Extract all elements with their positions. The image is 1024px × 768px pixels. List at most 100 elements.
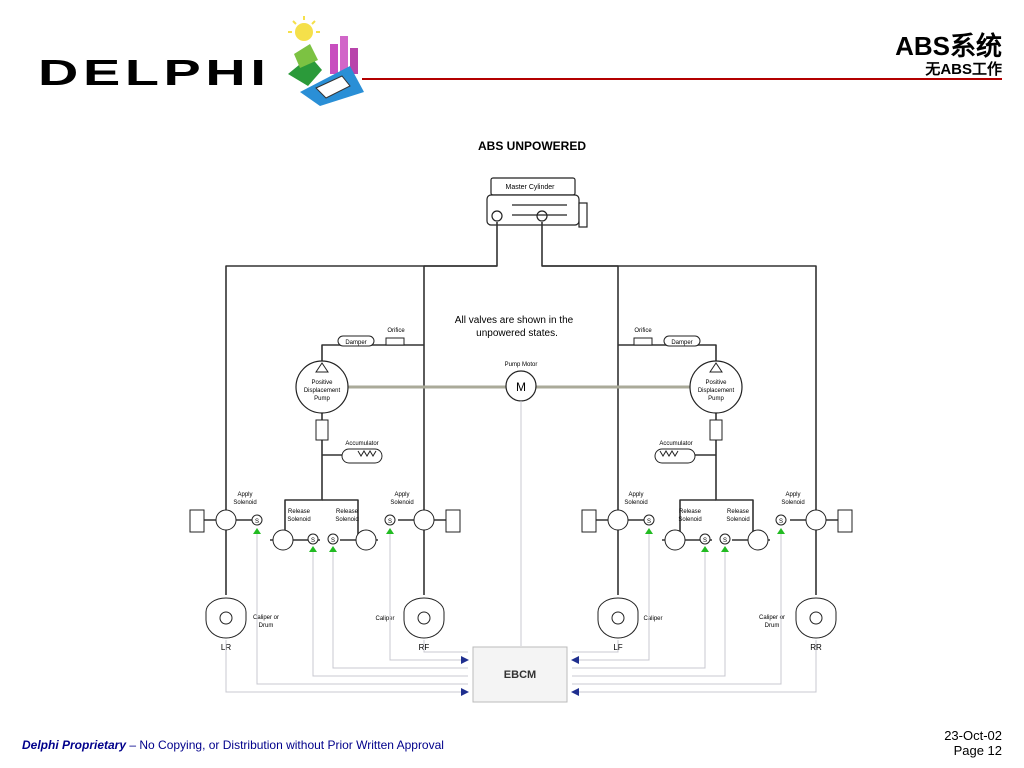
signal-lines (225, 401, 817, 696)
left-apply-a-label-2: Solenoid (233, 500, 256, 506)
left-brake-a-label-1: Caliper or (253, 615, 279, 621)
right-accumulator-label: Accumulator (659, 441, 692, 447)
right-brake-b-label-1: Caliper or (759, 615, 785, 621)
left-release-a-label-1: Release (288, 509, 311, 515)
footer-notice: Delphi Proprietary – No Copying, or Dist… (22, 738, 444, 752)
page-subtitle: 无ABS工作 (925, 61, 1002, 78)
left-release-solenoid-a-icon (307, 533, 319, 545)
left-orifice-icon (385, 337, 405, 346)
left-release-a-label-2: Solenoid (287, 517, 310, 523)
right-solenoid-b-icon (775, 514, 787, 526)
right-pump-arrow-icon (709, 362, 723, 373)
page-title: ABS系统 (895, 31, 1002, 61)
right-valve-b-icon (805, 509, 827, 531)
right-solenoid-b-symbol: S (779, 519, 783, 525)
left-apply-a-label-1: Apply (237, 492, 252, 498)
ebcm-module (472, 646, 568, 703)
left-solenoid-a-symbol: S (255, 519, 259, 525)
left-valve-b-icon (413, 509, 435, 531)
solenoid-signal-arrows (253, 528, 785, 552)
left-pump-label-2: Displacement (304, 388, 341, 394)
diagram-title: ABS UNPOWERED (478, 139, 586, 153)
left-orifice-label: Orifice (387, 328, 405, 334)
left-release-valve-a-icon (272, 529, 294, 551)
right-accumulator-spring-icon (659, 450, 679, 457)
left-pump-label-1: Positive (311, 380, 333, 386)
left-check-valve-icon (315, 419, 329, 441)
right-pump-label-1: Positive (705, 380, 727, 386)
left-release-solenoid-b-icon (327, 533, 339, 545)
left-solenoid-b-icon (384, 514, 396, 526)
footer-proprietary: Delphi Proprietary (22, 738, 127, 752)
right-apply-b-label-2: Solenoid (781, 500, 804, 506)
left-pump-icon (295, 360, 349, 414)
right-solenoid-a-icon (643, 514, 655, 526)
left-release-solenoid-b-symbol: S (331, 538, 335, 544)
header-rule (362, 78, 1002, 80)
right-release-solenoid-a-symbol: S (703, 538, 707, 544)
left-wheel-b-piston-icon (417, 611, 431, 625)
right-pump-label-3: Pump (708, 396, 724, 402)
left-pump-arrow-icon (315, 362, 329, 373)
right-valve-a-icon (607, 509, 629, 531)
right-damper-icon (663, 335, 701, 347)
left-wheel-a-piston-icon (219, 611, 233, 625)
right-wheel-a-piston-icon (611, 611, 625, 625)
right-release-b-label-2: Solenoid (726, 517, 749, 523)
right-release-a-label-2: Solenoid (678, 517, 701, 523)
right-apply-a-label-1: Apply (628, 492, 643, 498)
right-pump-icon (689, 360, 743, 414)
left-check-valve-a-icon (189, 509, 205, 533)
left-release-valve-b-icon (355, 529, 377, 551)
footer-page: Page 12 (953, 743, 1002, 758)
right-check-valve-icon (709, 419, 723, 441)
right-release-solenoid-b-symbol: S (723, 538, 727, 544)
right-pump-label-2: Displacement (698, 388, 735, 394)
left-damper-label: Damper (345, 340, 366, 346)
left-pump-label-3: Pump (314, 396, 330, 402)
footer-meta: 23-Oct-02 Page 12 (944, 728, 1002, 758)
left-apply-b-label-2: Solenoid (390, 500, 413, 506)
left-accumulator-label: Accumulator (345, 441, 378, 447)
left-release-solenoid-a-symbol: S (311, 538, 315, 544)
footer-notice-text: – No Copying, or Distribution without Pr… (126, 738, 444, 752)
right-check-valve-a-icon (581, 509, 597, 533)
left-release-b-label-1: Release (336, 509, 359, 515)
right-release-solenoid-b-icon (719, 533, 731, 545)
right-release-a-label-1: Release (679, 509, 702, 515)
footer-date: 23-Oct-02 (944, 728, 1002, 743)
right-apply-b-label-1: Apply (785, 492, 800, 498)
right-wheel-b-piston-icon (809, 611, 823, 625)
right-brake-b-label-2: Drum (765, 623, 780, 629)
master-cylinder (486, 177, 588, 228)
right-release-b-label-1: Release (727, 509, 750, 515)
pump-motor-label: Pump Motor (505, 362, 538, 368)
left-damper (337, 335, 375, 347)
motor-symbol: M (516, 380, 526, 394)
right-release-valve-a-icon (664, 529, 686, 551)
left-solenoid-a-icon (251, 514, 263, 526)
master-cylinder-label: Master Cylinder (505, 184, 555, 191)
note-line-1: All valves are shown in the (455, 315, 574, 326)
left-valve-a-icon (215, 509, 237, 531)
right-orifice-icon (633, 337, 653, 346)
left-release-b-label-2: Solenoid (335, 517, 358, 523)
left-accumulator-spring-icon (357, 450, 377, 457)
left-check-valve-b-icon (445, 509, 461, 533)
right-solenoid-a-symbol: S (647, 519, 651, 525)
left-accumulator-icon (341, 448, 383, 464)
left-solenoid-b-symbol: S (388, 519, 392, 525)
right-apply-a-label-2: Solenoid (624, 500, 647, 506)
right-release-solenoid-a-icon (699, 533, 711, 545)
ebcm-label: EBCM (504, 669, 536, 681)
right-release-valve-b-icon (747, 529, 769, 551)
delphi-logo-text: DELPHI (38, 52, 271, 93)
right-orifice-label: Orifice (634, 328, 652, 334)
left-apply-b-label-1: Apply (394, 492, 409, 498)
right-check-valve-b-icon (837, 509, 853, 533)
delphi-logo-icon (288, 16, 364, 106)
left-brake-a-label-2: Drum (259, 623, 274, 629)
left-brake-b-label: Caliper (375, 616, 394, 622)
right-damper-label: Damper (671, 340, 692, 346)
